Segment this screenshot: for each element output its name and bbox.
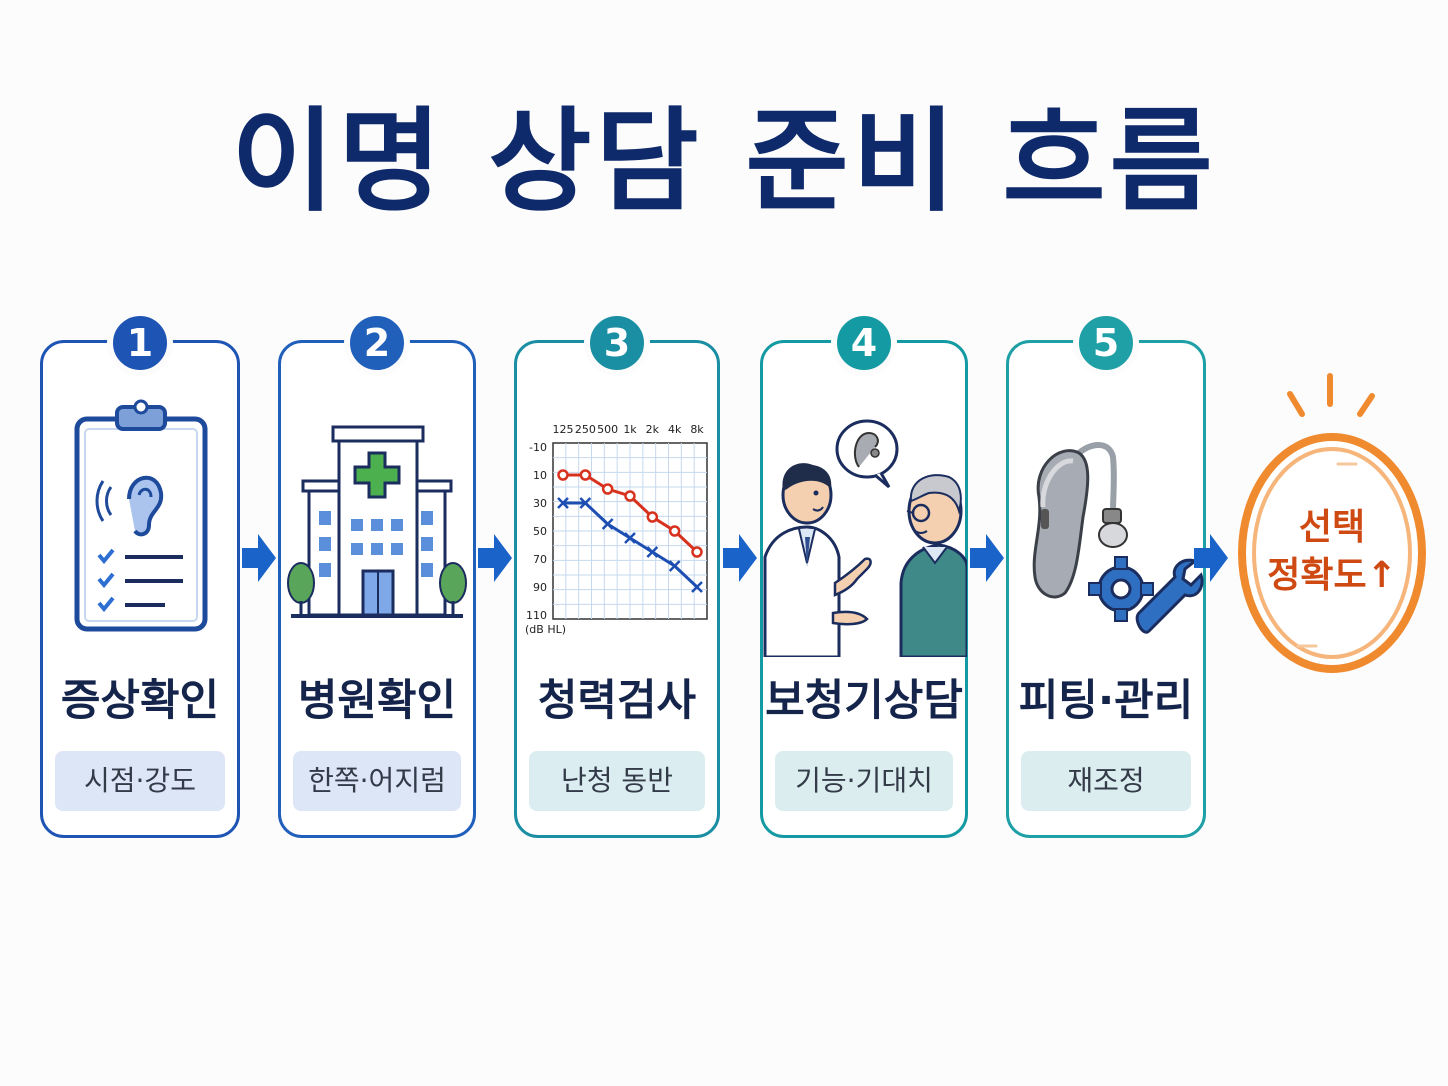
right-ear-point: [668, 525, 681, 537]
level-tick-label: 110: [526, 609, 547, 622]
frequency-tick-label: 250: [575, 423, 596, 436]
arrow-right-icon: [1194, 534, 1228, 582]
result-line-2: 정확도↑: [1267, 555, 1397, 596]
step-detail-pill: 재조정: [1021, 751, 1191, 811]
left-ear-point: [557, 497, 569, 509]
step-detail-pill: 기능·기대치: [775, 751, 953, 811]
result-line-1: 선택: [1298, 507, 1366, 548]
result-badge: 선택 정확도↑: [1238, 432, 1426, 674]
frequency-tick-label: 125: [553, 423, 574, 436]
level-tick-label: 10: [533, 469, 547, 482]
step-title: 보청기상담: [765, 676, 963, 726]
left-ear-point: [601, 518, 614, 530]
audiogram-unit-label: (dB HL): [525, 623, 566, 636]
consultation-icon: [763, 419, 967, 657]
left-ear-point: [579, 497, 592, 509]
step-card-fitting-management: 5 피팅·관리 재조정: [1006, 310, 1206, 838]
step-detail-pill: 난청 동반: [529, 751, 705, 811]
level-tick-label: 70: [533, 553, 547, 566]
arrow-right-icon: [723, 534, 757, 582]
hospital-icon: [287, 425, 467, 618]
right-ear-point: [624, 490, 636, 502]
left-ear-point: [691, 581, 703, 593]
level-tick-label: 90: [533, 581, 547, 594]
step-number-badge: 3: [584, 310, 650, 376]
step-number-badge: 1: [107, 310, 173, 376]
step-card-hospital-check: 2 병원확인 한쪽·어지럼: [278, 310, 476, 838]
right-ear-point: [601, 483, 614, 495]
clipboard-ear-icon: [74, 399, 208, 632]
result-ring: [1238, 433, 1426, 673]
right-ear-point: [691, 546, 703, 558]
step-number-badge: 5: [1073, 310, 1139, 376]
level-tick-label: -10: [529, 441, 547, 454]
step-title: 피팅·관리: [1018, 676, 1194, 726]
left-ear-point: [646, 546, 659, 558]
arrow-right-icon: [970, 534, 1004, 582]
left-ear-point: [624, 532, 636, 544]
step-detail-pill: 한쪽·어지럼: [293, 751, 461, 811]
page-title: 이명 상담 준비 흐름: [231, 97, 1217, 227]
frequency-tick-label: 1k: [623, 423, 637, 436]
left-ear-point: [668, 560, 681, 572]
step-title: 증상확인: [60, 676, 220, 726]
frequency-tick-label: 500: [597, 423, 618, 436]
right-ear-point: [557, 469, 569, 481]
frequency-tick-label: 2k: [646, 423, 660, 436]
step-card-hearing-aid-consultation: 4 보청기상담 기능·기대치: [760, 310, 968, 838]
step-title: 청력검사: [537, 676, 697, 726]
frequency-tick-label: 4k: [668, 423, 682, 436]
step-number-badge: 4: [831, 310, 897, 376]
step-detail-pill: 시점·강도: [55, 751, 225, 811]
right-ear-point: [646, 511, 659, 523]
step-title: 병원확인: [297, 676, 457, 726]
spark-lines-icon: [1287, 373, 1375, 417]
level-tick-label: 50: [533, 525, 547, 538]
arrow-right-icon: [242, 534, 276, 582]
right-ear-point: [579, 469, 592, 481]
arrow-right-icon: [478, 534, 512, 582]
frequency-tick-label: 8k: [690, 423, 704, 436]
step-number-badge: 2: [344, 310, 410, 376]
hearing-aid-tools-icon: [1032, 442, 1204, 634]
level-tick-label: 30: [533, 497, 547, 510]
step-card-symptom-check: 1 증상확인 시점·강도: [40, 310, 240, 838]
